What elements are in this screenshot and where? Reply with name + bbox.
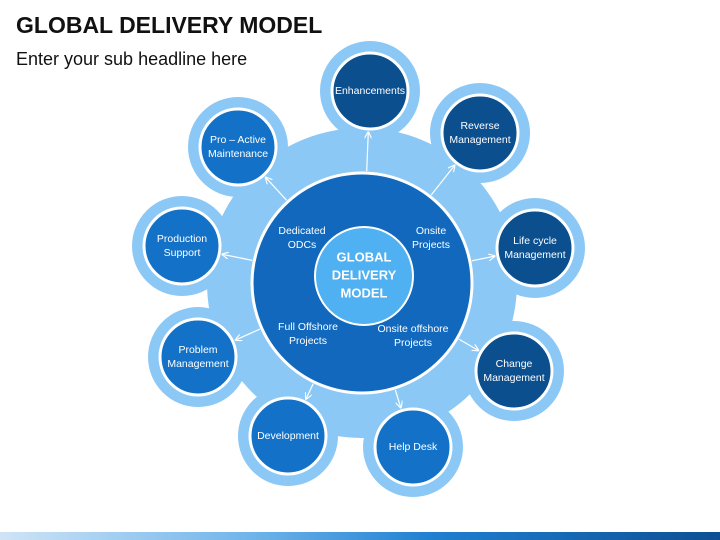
label-line: Management: [483, 372, 544, 384]
label-line: Reverse: [460, 120, 499, 132]
label-line: Projects: [289, 335, 327, 347]
node-circle: [474, 331, 554, 411]
node-circle: [248, 396, 328, 476]
arrow-enhancements: [367, 132, 369, 172]
label-line: GLOBAL: [337, 249, 392, 264]
center-label: GLOBAL DELIVERY MODEL: [332, 249, 397, 300]
label-line: ODCs: [288, 239, 317, 251]
page-title: GLOBAL DELIVERY MODEL: [16, 12, 323, 38]
node-label: Enhancements: [335, 85, 405, 97]
label-line: Enhancements: [335, 85, 405, 97]
arrow-change-management: [458, 338, 479, 350]
label-line: Dedicated: [278, 225, 325, 237]
arrow-development: [306, 383, 314, 399]
label-line: Full Offshore: [278, 321, 338, 333]
label-line: Change: [496, 358, 533, 370]
node-help-desk: Help Desk: [373, 407, 453, 487]
node-circle: [142, 206, 222, 286]
node-circle: [373, 407, 453, 487]
label-line: Pro – Active: [210, 134, 266, 146]
center-circle: [314, 226, 414, 326]
arrow-pro-active-maintenance: [266, 177, 287, 201]
label-line: Projects: [394, 337, 432, 349]
label-line: Onsite: [416, 225, 447, 237]
arrow-production-support: [222, 254, 253, 261]
page-subtitle: Enter your sub headline here: [16, 49, 248, 69]
label-line: Management: [504, 249, 565, 261]
footer-bar: [0, 532, 720, 540]
label-line: DELIVERY: [332, 267, 397, 282]
node-circle: [495, 208, 575, 288]
node-circle: [198, 107, 278, 187]
node-circle: [330, 51, 410, 131]
node-circle: [158, 317, 238, 397]
label-line: Maintenance: [208, 148, 268, 160]
label-line: Production: [157, 233, 207, 245]
label-line: Management: [449, 134, 510, 146]
connector-arrows: [222, 132, 495, 408]
label-line: Life cycle: [513, 235, 557, 247]
arrow-life-cycle-management: [471, 256, 495, 262]
arrow-reverse-management: [430, 165, 455, 196]
arrow-problem-management: [235, 328, 261, 340]
label-line: MODEL: [341, 285, 388, 300]
label-line: Help Desk: [389, 441, 438, 453]
label-line: Onsite offshore: [377, 323, 448, 335]
node-label: Development: [257, 430, 319, 442]
arrow-help-desk: [394, 389, 401, 408]
node-circle: [440, 93, 520, 173]
node-enhancements: Enhancements: [330, 51, 410, 131]
label-line: Development: [257, 430, 319, 442]
node-label: Help Desk: [389, 441, 438, 453]
label-line: Support: [164, 247, 201, 259]
label-line: Projects: [412, 239, 450, 251]
label-line: Management: [167, 358, 228, 370]
node-development: Development: [248, 396, 328, 476]
label-line: Problem: [178, 344, 217, 356]
